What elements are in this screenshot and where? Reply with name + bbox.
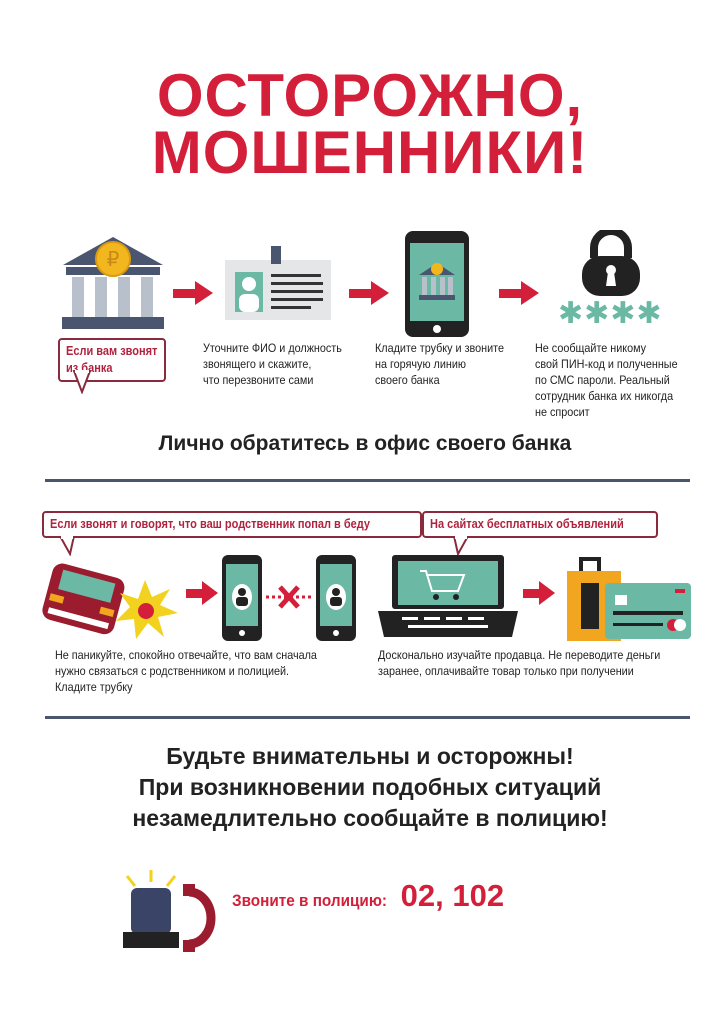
ads-bubble: На сайтах бесплатных объявлений [422,511,659,538]
arrow-right-icon [523,581,555,605]
relative-advice-text: Не паникуйте, спокойно отвечайте, что ва… [55,648,317,694]
title-line-1: ОСТОРОЖНО, [156,62,584,129]
id-card-icon [225,246,331,320]
police-call: Звоните в полицию: 02, 102 [232,878,504,914]
bubble-tail [72,370,92,394]
phone-bank-icon [405,231,469,337]
bag-card-icon [567,557,691,641]
arrow-right-icon [173,281,213,305]
relative-bubble: Если звонят и говорят, что ваш родственн… [42,511,422,538]
bubble-tail [452,536,470,556]
bank-icon: ₽ [62,237,164,329]
warning-text: Будьте внимательны и осторожны!При возни… [132,743,608,831]
police-numbers: 02, 102 [400,878,505,913]
police-siren-phone-icon [123,870,216,952]
password-stars: ✱✱✱✱ [558,296,663,331]
ads-advice-text: Досконально изучайте продавца. Не перево… [378,648,661,678]
police-call-label: Звоните в полицию: [232,891,387,910]
lock-icon [582,230,640,296]
call-cut-icon [222,555,356,641]
bubble-tail [58,536,76,556]
laptop-cart-icon [378,555,518,637]
bubble-line-1: Если вам звонят [66,344,158,358]
car-crash-icon [42,563,178,639]
divider [45,479,690,482]
arrow-right-icon [186,581,218,605]
svg-text:₽: ₽ [107,247,120,271]
title-line-2: МОШЕННИКИ! [151,119,589,186]
divider [45,716,690,719]
bank-office-heading: Лично обратитесь в офис своего банка [158,432,572,455]
arrow-right-icon [499,281,539,305]
arrow-right-icon [349,281,389,305]
